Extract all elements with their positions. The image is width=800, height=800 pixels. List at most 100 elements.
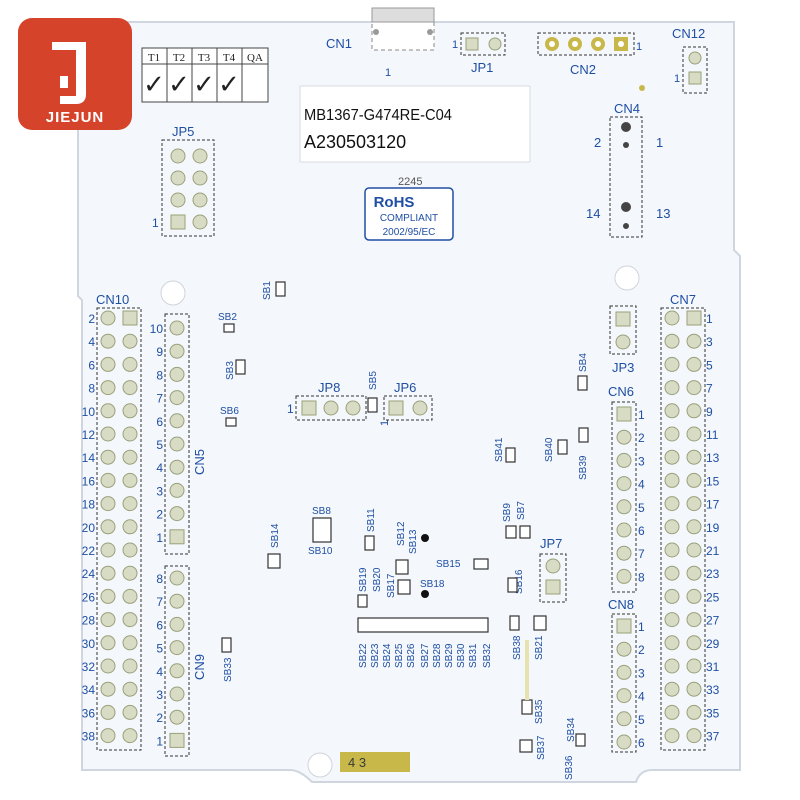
header-pin: [686, 658, 702, 674]
pin-number: 15: [706, 474, 720, 488]
header-pin: [686, 426, 702, 442]
header-pin: [100, 658, 116, 674]
header-pin-square: [616, 618, 632, 634]
svg-text:SB21: SB21: [534, 635, 545, 660]
header-pin: [100, 403, 116, 419]
pin-number: 10: [82, 405, 96, 419]
pin-number: 29: [706, 637, 720, 651]
pin-number: 33: [706, 683, 720, 697]
svg-text:SB23: SB23: [370, 643, 381, 668]
cn5-label: CN5: [192, 449, 207, 475]
pin-number: 5: [156, 642, 163, 656]
header-pin-square: [169, 732, 185, 748]
cn4-pin-br: 13: [656, 206, 670, 221]
header-pin: [686, 333, 702, 349]
svg-text:SB14: SB14: [270, 523, 281, 548]
jp6-jumper: JP6 1: [379, 380, 433, 426]
cn12-label: CN12: [672, 26, 705, 41]
sb20: SB20: [372, 567, 383, 592]
svg-text:SB4: SB4: [578, 353, 589, 372]
header-pin: [664, 472, 680, 488]
header-pin: [100, 519, 116, 535]
header-pin: [100, 449, 116, 465]
cn10-label: CN10: [96, 292, 129, 307]
header-pin: [122, 658, 138, 674]
pin-number: 1: [156, 734, 163, 748]
sb25: SB25: [394, 643, 405, 668]
cn4-pin-bl: 14: [586, 206, 600, 221]
header-pin: [169, 506, 185, 522]
svg-text:SB19: SB19: [358, 567, 369, 592]
pin-number: 3: [638, 666, 645, 680]
cn5-pin-array: [169, 320, 185, 545]
sb29: SB29: [444, 643, 455, 668]
rohs-line2: 2002/95/EC: [383, 227, 436, 238]
part-number: MB1367-G474RE-C04: [304, 106, 452, 124]
header-pin: [664, 449, 680, 465]
header-pin: [169, 686, 185, 702]
header-pin: [169, 570, 185, 586]
pin-number: 26: [82, 590, 96, 604]
cn8-label: CN8: [608, 597, 634, 612]
header-pin: [664, 519, 680, 535]
header-pin: [616, 545, 632, 561]
header-pin: [664, 496, 680, 512]
pin-number: 6: [156, 618, 163, 632]
pin-number: 38: [82, 730, 96, 744]
pin-number: 2: [638, 431, 645, 445]
rohs-title: RoHS: [374, 194, 415, 211]
fiducial: [421, 534, 429, 542]
pin-number: 1: [706, 312, 713, 326]
bottom-marking: 4 3: [348, 755, 366, 770]
header-pin: [100, 681, 116, 697]
header-pin: [664, 658, 680, 674]
header-pin: [616, 711, 632, 727]
jp6-label: JP6: [394, 380, 416, 395]
header-pin: [664, 565, 680, 581]
header-pin: [664, 310, 680, 326]
qc-header: T3: [198, 52, 211, 64]
sb-row-22-32: [357, 617, 489, 633]
qc-header: T4: [223, 52, 236, 64]
cn1-label: CN1: [326, 36, 352, 51]
cn6-pin-array: [616, 406, 632, 584]
pin-number: 5: [638, 713, 645, 727]
svg-text:SB25: SB25: [394, 643, 405, 668]
pin-number: 35: [706, 706, 720, 720]
pin-number: 31: [706, 660, 720, 674]
header-pin: [616, 499, 632, 515]
sb3: SB3: [225, 359, 246, 380]
svg-text:SB16: SB16: [514, 569, 525, 594]
header-pin: [122, 496, 138, 512]
pin-number: 34: [82, 683, 96, 697]
jp7-label: JP7: [540, 536, 562, 551]
header-pin: [100, 542, 116, 558]
svg-text:SB28: SB28: [432, 643, 443, 668]
svg-text:SB6: SB6: [220, 406, 239, 417]
qc-table: T1 T2 T3 T4 QA ✓ ✓ ✓ ✓: [141, 47, 269, 103]
cn7-pin-array: [664, 310, 702, 744]
header-pin: [664, 380, 680, 396]
header-pin: [100, 728, 116, 744]
svg-text:SB10: SB10: [308, 546, 333, 557]
svg-text:SB27: SB27: [420, 643, 431, 668]
rohs-line1: COMPLIANT: [380, 213, 438, 224]
pin-number: 36: [82, 706, 96, 720]
mount-hole: [307, 752, 333, 778]
pin-number: 22: [82, 544, 96, 558]
header-pin: [664, 333, 680, 349]
svg-text:SB5: SB5: [368, 371, 379, 390]
pin-number: 6: [638, 736, 645, 750]
sb28: SB28: [432, 643, 443, 668]
jp8-jumper: JP8 1: [287, 380, 367, 421]
header-pin: [122, 704, 138, 720]
svg-text:SB12: SB12: [396, 521, 407, 546]
pin-number: 5: [156, 438, 163, 452]
svg-text:SB8: SB8: [312, 506, 331, 517]
qc-check: ✓: [193, 69, 215, 99]
qc-header: QA: [247, 52, 263, 64]
svg-text:SB31: SB31: [468, 643, 479, 668]
